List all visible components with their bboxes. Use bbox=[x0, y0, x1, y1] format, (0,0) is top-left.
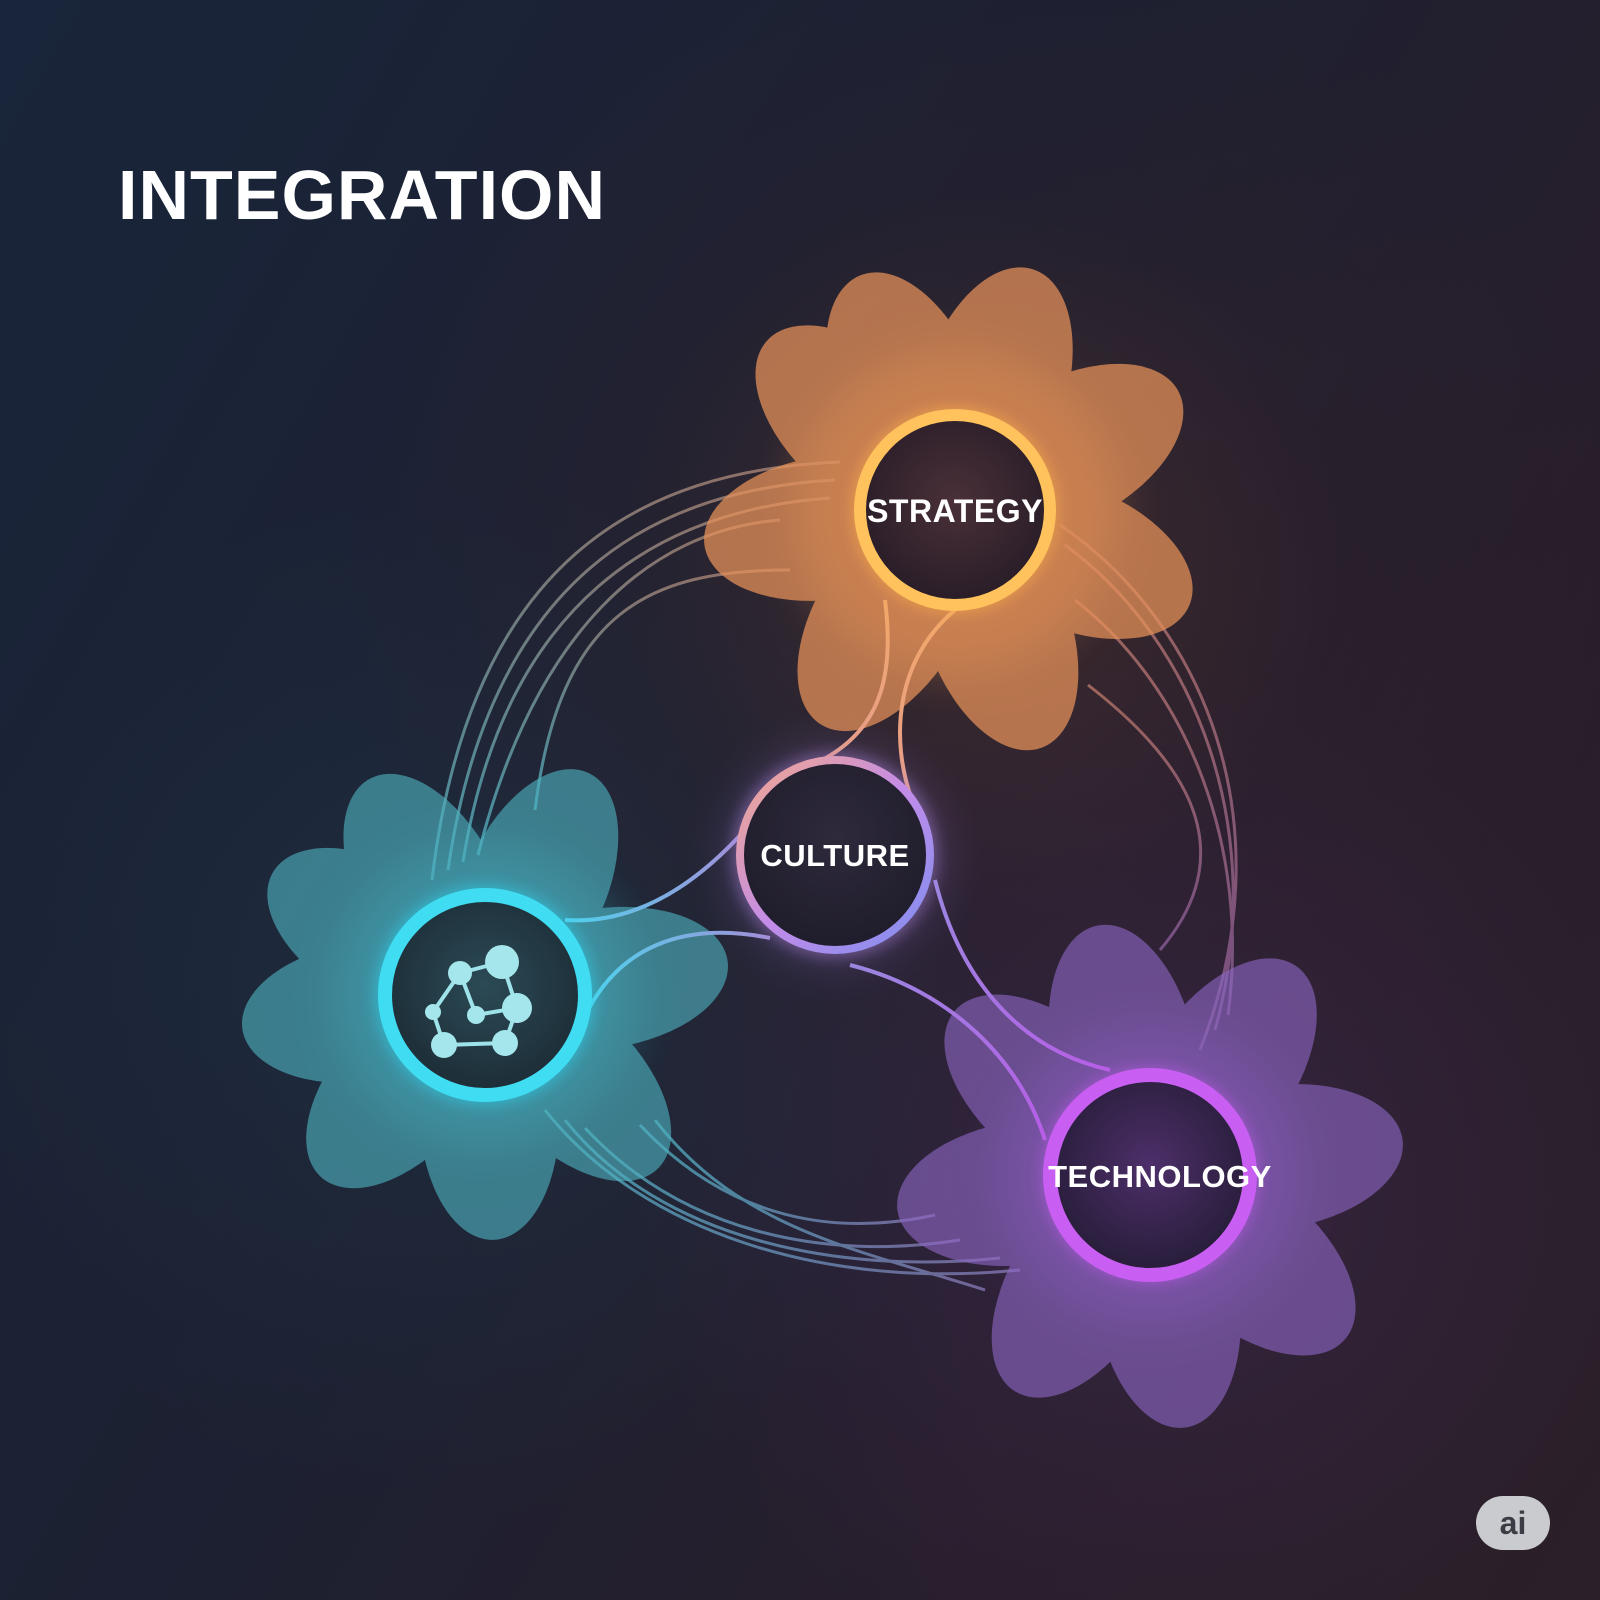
connection-culture-technology bbox=[933, 879, 1111, 1072]
connection-culture-technology-2 bbox=[849, 963, 1047, 1141]
connection-culture-network bbox=[564, 828, 747, 923]
connection-culture-network-2 bbox=[586, 930, 771, 1011]
culture-label: CULTURE bbox=[760, 838, 909, 873]
ai-badge: ai bbox=[1476, 1496, 1550, 1550]
technology-label: TECHNOLOGY bbox=[1048, 1159, 1272, 1194]
node-culture[interactable]: CULTURE bbox=[732, 752, 938, 958]
page-title: INTEGRATION bbox=[118, 156, 607, 234]
connection-strategy-culture-2 bbox=[898, 608, 957, 801]
node-technology[interactable]: TECHNOLOGY bbox=[1042, 1067, 1272, 1283]
network-molecule-icon bbox=[425, 945, 532, 1058]
strategy-label: STRATEGY bbox=[867, 493, 1043, 529]
node-network[interactable] bbox=[375, 885, 595, 1105]
node-strategy[interactable]: STRATEGY bbox=[852, 407, 1058, 613]
